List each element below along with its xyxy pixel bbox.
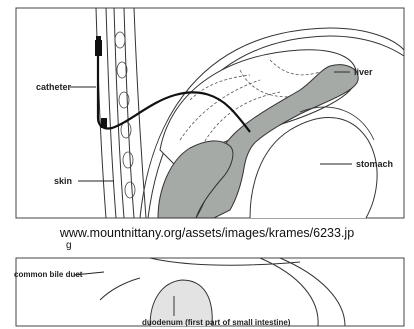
lower-panel: common bile duct duodenum (first part of… (14, 258, 404, 327)
upper-panel: catheter liver stomach skin (16, 8, 404, 218)
stomach-label: stomach (356, 159, 393, 169)
image-source-caption: www.mountnittany.org/assets/images/krame… (0, 226, 414, 240)
catheter-clamp (101, 118, 107, 128)
image-source-caption-tail: g (66, 240, 72, 251)
skin-label: skin (54, 176, 72, 186)
catheter-hub (95, 40, 102, 56)
liver-label: liver (354, 67, 373, 77)
duodenum-label: duodenum (first part of small intestine) (142, 318, 291, 327)
common-bile-duct-label: common bile duct (14, 270, 83, 279)
catheter-hub-cap (96, 36, 101, 42)
catheter-label: catheter (36, 82, 72, 92)
